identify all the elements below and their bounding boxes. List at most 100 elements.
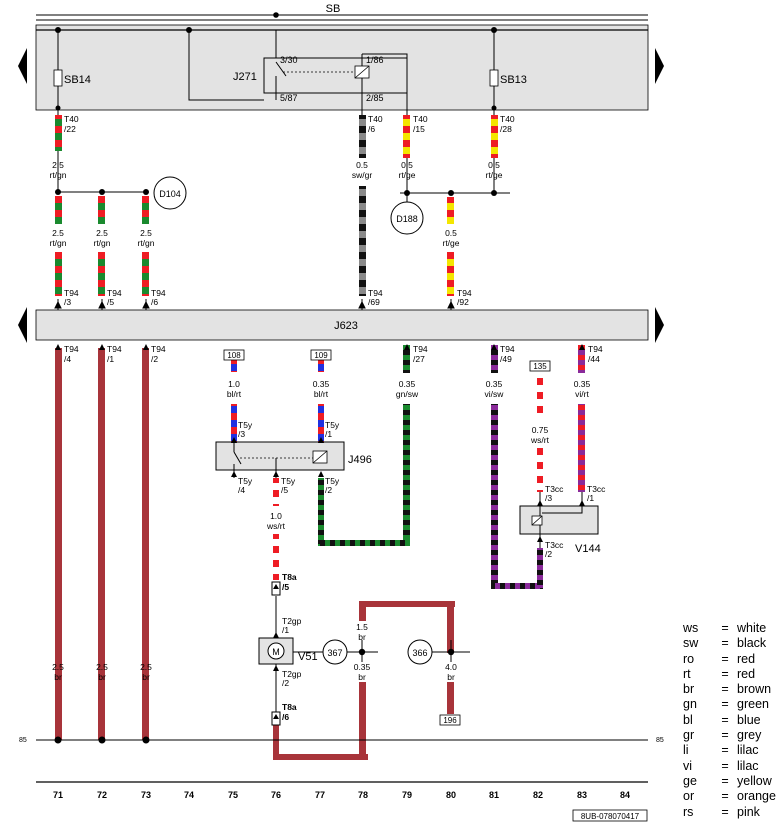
diagram-label: /2 (282, 678, 289, 688)
diagram-label: rt/ge (442, 238, 459, 248)
diagram-label: 2.5 (52, 228, 64, 238)
diagram-label: br (358, 672, 366, 682)
diagram-label: 0.75 (532, 425, 549, 435)
j623-label: J623 (334, 320, 358, 332)
diagram-label: 81 (489, 790, 499, 800)
diagram-label: /6 (368, 124, 375, 134)
legend-color-name: lilac (737, 743, 759, 758)
diagram-label: /1 (587, 493, 594, 503)
diagram-label: T94 (413, 344, 428, 354)
diagram-label: /92 (457, 297, 469, 307)
legend-color-name: pink (737, 804, 760, 819)
diagram-label: /28 (500, 124, 512, 134)
component-v144: V144 (519, 492, 601, 555)
diagram-label: /3 (64, 297, 71, 307)
diagram-label: 82 (533, 790, 543, 800)
j271-pin-2-85: 2/85 (366, 93, 384, 103)
legend-abbr: gr (683, 728, 695, 743)
legend-equals: = (721, 804, 729, 819)
diagram-label: rt/ge (398, 170, 415, 180)
diagram-label: T8a (282, 572, 297, 582)
sb-fuse-holder: SB (35, 3, 649, 111)
diagram-label: 2.5 (96, 662, 108, 672)
legend-equals: = (721, 621, 729, 635)
legend-row: sw=black (683, 636, 776, 651)
legend-abbr: rs (683, 804, 694, 819)
legend-equals: = (721, 651, 729, 666)
diagram-label: 4.0 (445, 662, 457, 672)
legend-abbr: ws (683, 621, 699, 635)
diagram-label: 75 (228, 790, 238, 800)
diagram-label: rt/gn (137, 238, 154, 248)
legend-abbr: br (683, 682, 695, 697)
diagram-label: 0.35 (399, 379, 416, 389)
ref-196: 196 (443, 716, 457, 725)
page-right-arrow-bottom[interactable] (655, 307, 664, 343)
diagram-label: vi/sw (485, 389, 505, 399)
diagram-label: ws/rt (266, 521, 286, 531)
diagram-label: /4 (64, 354, 71, 364)
diagram-label: /1 (107, 354, 114, 364)
fuse-sb13: SB13 (489, 27, 527, 115)
diagram-label: br (54, 672, 62, 682)
legend-color-name: orange (737, 789, 776, 804)
diagram-label: /2 (151, 354, 158, 364)
legend-row: ro=red (683, 652, 776, 667)
j623-control-unit: J623 (35, 309, 649, 341)
j271-pin-1-86: 1/86 (366, 55, 384, 65)
diagram-label: /6 (151, 297, 158, 307)
legend-row: gn=green (683, 697, 776, 712)
legend-abbr: ro (683, 651, 695, 666)
legend-equals: = (721, 758, 729, 773)
diagram-label: /2 (325, 485, 332, 495)
diagram-label: br (98, 672, 106, 682)
ground-d104: D104 (159, 189, 181, 199)
legend-equals: = (721, 728, 729, 743)
legend-color-name: brown (737, 682, 772, 697)
legend-color-name: black (737, 636, 767, 651)
diagram-label: /1 (282, 625, 289, 635)
legend-equals: = (721, 743, 729, 758)
diagram-label: T94 (588, 344, 603, 354)
diagram-label: br (447, 672, 455, 682)
ref-109: 109 (314, 351, 328, 360)
page-left-arrow-top[interactable] (18, 48, 27, 84)
diagram-label: T94 (368, 288, 383, 298)
legend-color-name: blue (737, 712, 761, 727)
legend-row: rs = pink (683, 805, 776, 820)
diagram-label: 0.5 (401, 160, 413, 170)
motor-v51: M V51 (258, 632, 318, 671)
diagram-label: sw/gr (352, 170, 372, 180)
diagram-label: rt/gn (49, 170, 66, 180)
sb13-label: SB13 (500, 74, 527, 86)
diagram-label: 73 (141, 790, 151, 800)
diagram-label: T94 (457, 288, 472, 298)
diagram-label: 1.0 (270, 511, 282, 521)
diagram-label: T5y (325, 420, 340, 430)
sb-label: SB (326, 3, 341, 15)
legend-abbr: or (683, 789, 695, 804)
diagram-label: /69 (368, 297, 380, 307)
diagram-label: /5 (281, 485, 288, 495)
diagram-label: T3cc (587, 484, 606, 494)
diagram-label: T2gp (282, 616, 302, 626)
diagram-label: T2gp (282, 669, 302, 679)
diagram-label: T94 (500, 344, 515, 354)
ground-points: D104 D188 (153, 176, 424, 235)
page-left-arrow-bottom[interactable] (18, 307, 27, 343)
legend-color-name: green (737, 697, 769, 712)
diagram-label: /5 (107, 297, 114, 307)
diagram-label: 0.35 (313, 379, 330, 389)
diagram-label: /5 (282, 582, 289, 592)
diagram-label: /6 (282, 712, 289, 722)
v144-label: V144 (575, 543, 601, 555)
diagram-label: 8UB-078070417 (581, 812, 640, 821)
diagram-label: 76 (271, 790, 281, 800)
legend-color-name: white (737, 621, 767, 635)
ground-points-lower: 367 366 (322, 639, 433, 665)
legend-color-name: yellow (737, 773, 772, 788)
diagram-label: 78 (358, 790, 368, 800)
diagram-label: rt/gn (93, 238, 110, 248)
page-right-arrow-top[interactable] (655, 48, 664, 84)
